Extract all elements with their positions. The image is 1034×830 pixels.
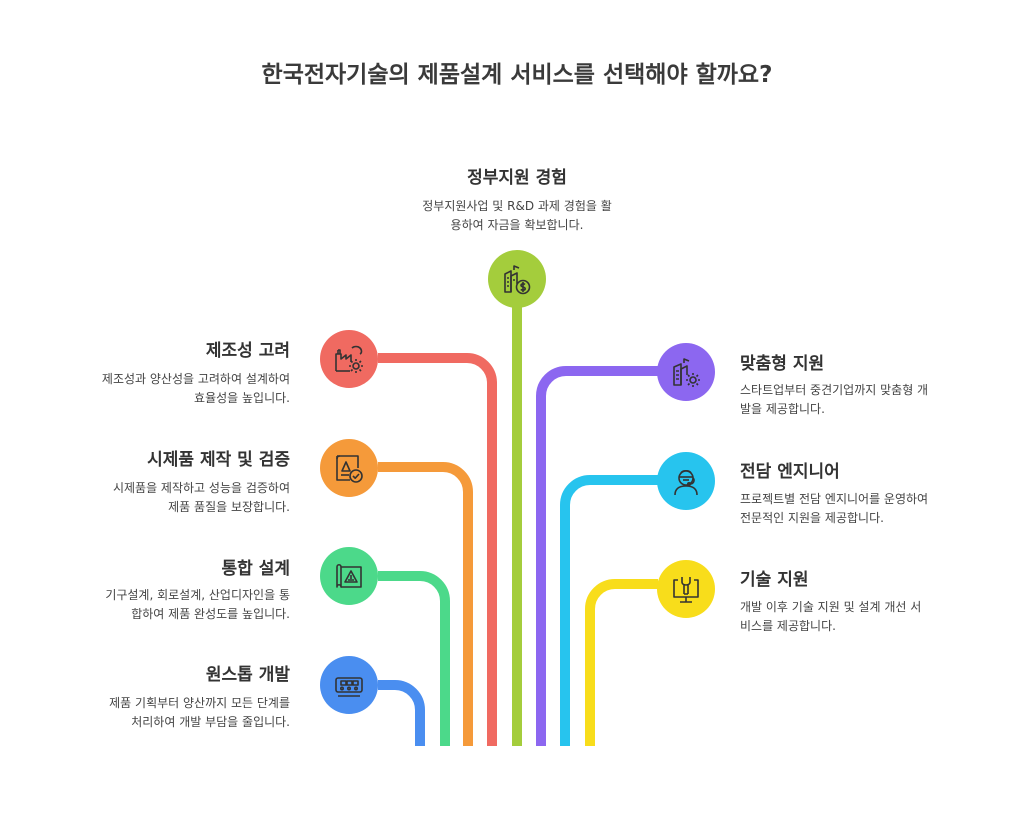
item-title: 원스톱 개발: [205, 665, 290, 685]
blueprint-icon: [336, 563, 362, 588]
item-title: 통합 설계: [221, 559, 290, 579]
node-gov: [488, 250, 546, 308]
line-eng: [560, 475, 658, 746]
node-mfg: [320, 330, 378, 388]
conveyor-icon: [335, 677, 363, 697]
item-title: 맞춤형 지원: [740, 354, 825, 374]
blueprint-check-icon: [336, 455, 363, 483]
node-proto: [320, 439, 378, 497]
monitor-wrench-icon: [673, 577, 699, 603]
building-gear-icon: [673, 358, 700, 387]
item-title: 시제품 제작 및 검증: [147, 450, 290, 470]
factory-gear-icon: [335, 345, 363, 373]
line-tech: [585, 579, 658, 746]
item-title: 전담 엔지니어: [740, 462, 840, 482]
node-eng: [657, 452, 715, 510]
node-custom: [657, 343, 715, 401]
engineer-icon: [674, 469, 698, 496]
line-mfg: [378, 353, 497, 746]
line-integ: [378, 571, 450, 746]
node-tech: [657, 560, 715, 618]
line-onestop: [378, 680, 425, 746]
page-title: 한국전자기술의 제품설계 서비스를 선택해야 할까요?: [261, 62, 773, 88]
node-integ: [320, 547, 378, 605]
item-title: 제조성 고려: [205, 341, 290, 361]
line-custom: [536, 366, 658, 746]
line-proto: [378, 462, 473, 746]
item-title: 정부지원 경험: [467, 168, 567, 188]
item-title: 기술 지원: [740, 570, 809, 590]
node-onestop: [320, 656, 378, 714]
building-money-icon: [504, 265, 531, 295]
